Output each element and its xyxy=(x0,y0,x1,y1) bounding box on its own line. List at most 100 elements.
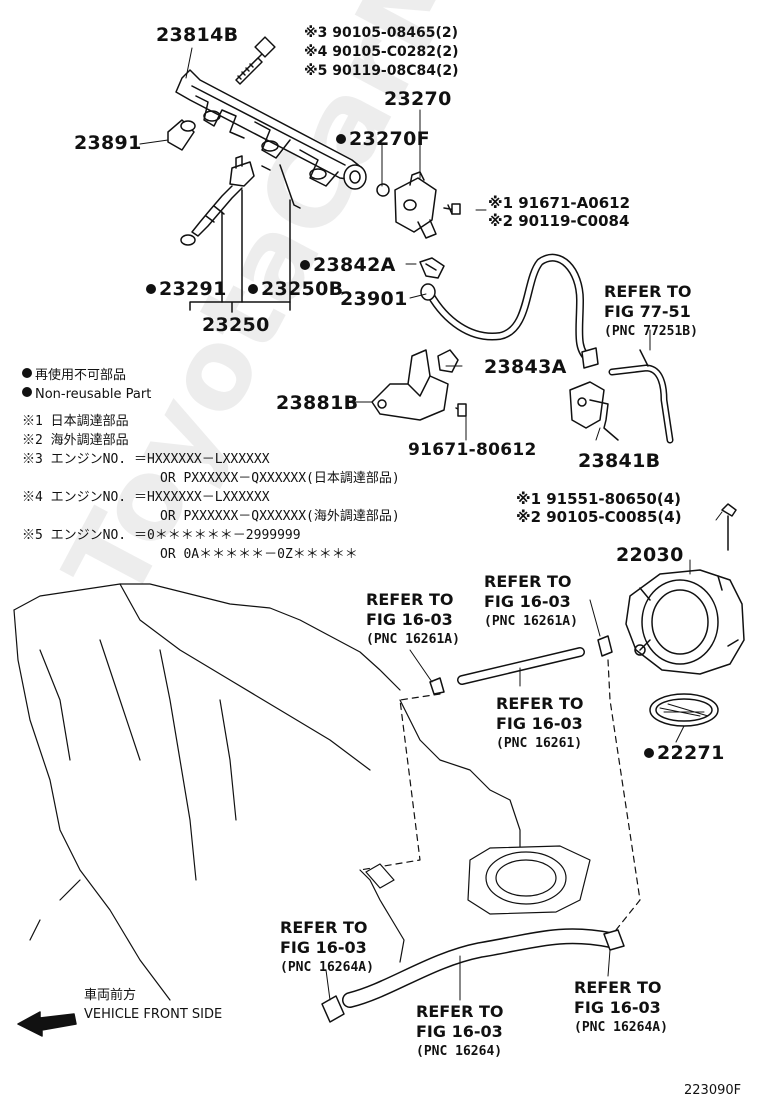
ref-pnc: (PNC 16261) xyxy=(496,736,583,751)
bolt-set-mid: ※1 91671-A0612 ※2 90119-C0084 xyxy=(488,194,630,230)
ref-pnc: (PNC 16264) xyxy=(416,1044,503,1059)
non-reusable-dot-icon xyxy=(300,260,310,270)
injector-bracket xyxy=(189,301,291,313)
bolt-set-mid-line: ※2 90119-C0084 xyxy=(488,212,630,230)
injector-leader-lines xyxy=(221,189,291,303)
ref-line: FIG 16-03 xyxy=(574,998,661,1017)
ref-pnc: (PNC 16261A) xyxy=(366,632,460,647)
note-line: ※2 海外調達部品 xyxy=(22,433,129,448)
ref-line: REFER TO xyxy=(484,572,572,591)
bolt-set-throttle-line: ※2 90105-C0085(4) xyxy=(516,508,682,526)
ref-line: FIG 16-03 xyxy=(484,592,571,611)
ref-line: REFER TO xyxy=(416,1002,504,1021)
front-direction-arrow-icon xyxy=(17,1011,77,1037)
figure-id: 223090F xyxy=(684,1083,742,1098)
ref-line: FIG 16-03 xyxy=(496,714,583,733)
ref-fig-16-03-16261A-left: REFER TO FIG 16-03 (PNC 16261A) xyxy=(366,590,460,650)
ref-line: REFER TO xyxy=(604,282,692,301)
bolt-set-throttle-line: ※1 91551-80650(4) xyxy=(516,490,681,508)
non-reusable-dot-icon xyxy=(336,134,346,144)
label-22030: 22030 xyxy=(616,544,684,566)
hose-bracket xyxy=(371,349,467,421)
bolt-set-top-line: ※3 90105-08465(2) xyxy=(304,25,458,41)
ref-pnc: (PNC 77251B) xyxy=(604,324,698,339)
pipe-bolt xyxy=(235,36,276,85)
injector-spacer xyxy=(167,119,196,151)
bolt-set-top-line: ※4 90105-C0282(2) xyxy=(304,44,459,60)
legend-non-reusable-jp: 再使用不可部品 xyxy=(22,366,151,385)
ref-line: REFER TO xyxy=(496,694,584,713)
ref-line: REFER TO xyxy=(366,590,454,609)
label-23843A: 23843A xyxy=(484,356,567,378)
ref-pnc: (PNC 16264A) xyxy=(574,1020,668,1035)
label-23291-text: 23291 xyxy=(159,278,227,300)
non-reusable-dot-icon xyxy=(22,387,32,397)
legend-en-text: Non-reusable Part xyxy=(35,387,152,402)
label-23901: 23901 xyxy=(340,288,408,310)
bolt-set-top-line: ※5 90119-08C84(2) xyxy=(304,63,459,79)
label-23842A-text: 23842A xyxy=(313,254,396,276)
note-line: ※1 日本調達部品 xyxy=(22,414,129,429)
ref-line: REFER TO xyxy=(280,918,368,937)
line-clamp xyxy=(569,381,619,441)
throttle-gasket xyxy=(649,693,719,727)
hose-clip xyxy=(419,257,445,279)
legend-non-reusable-en: Non-reusable Part xyxy=(22,385,151,404)
label-23291: 23291 xyxy=(146,280,227,299)
vehicle-front-jp: 車両前方 xyxy=(84,988,137,1003)
ref-line: FIG 16-03 xyxy=(280,938,367,957)
ref-fig-16-03-16264: REFER TO FIG 16-03 (PNC 16264) xyxy=(416,1002,504,1062)
non-reusable-dot-icon xyxy=(146,284,156,294)
ref-fig-16-03-16264A-left: REFER TO FIG 16-03 (PNC 16264A) xyxy=(280,918,374,978)
ref-fig-16-03-16264A-right: REFER TO FIG 16-03 (PNC 16264A) xyxy=(574,978,668,1038)
non-reusable-dot-icon xyxy=(248,284,258,294)
vehicle-front-note: 車両前方 VEHICLE FRONT SIDE xyxy=(84,986,222,1024)
throttle-body xyxy=(625,503,745,675)
ref-line: REFER TO xyxy=(574,978,662,997)
note-line: OR PXXXXXX－QXXXXXX(日本調達部品) xyxy=(160,471,400,486)
label-23250B-text: 23250B xyxy=(261,278,344,300)
ref-line: FIG 77-51 xyxy=(604,302,691,321)
label-23841B: 23841B xyxy=(578,450,661,472)
ref-fig-16-03-16261A-upper: REFER TO FIG 16-03 (PNC 16261A) xyxy=(484,572,578,632)
legend-jp-text: 再使用不可部品 xyxy=(35,368,127,383)
legend: 再使用不可部品 Non-reusable Part xyxy=(22,366,151,404)
label-91671-80612: 91671-80612 xyxy=(408,440,537,460)
fuel-line-77-51 xyxy=(608,349,674,444)
note-line: OR PXXXXXX－QXXXXXX(海外調達部品) xyxy=(160,509,400,524)
note-line: OR 0A＊＊＊＊＊－0Z＊＊＊＊＊ xyxy=(160,547,358,562)
label-22271-text: 22271 xyxy=(657,742,725,764)
label-23891: 23891 xyxy=(74,132,142,154)
label-22271: 22271 xyxy=(644,744,725,763)
ref-pnc: (PNC 16261A) xyxy=(484,614,578,629)
fuel-hose xyxy=(420,253,599,369)
label-23814B: 23814B xyxy=(156,24,239,46)
label-23270F: 23270F xyxy=(336,130,430,149)
engine-outline xyxy=(13,583,591,1001)
label-23250B: 23250B xyxy=(248,280,343,299)
fuel-pressure-sensor xyxy=(279,164,461,239)
label-23881B: 23881B xyxy=(276,392,359,414)
note-line: ※5 エンジンNO. ＝0＊＊＊＊＊＊－2999999 xyxy=(22,528,301,543)
ref-fig-16-03-16261: REFER TO FIG 16-03 (PNC 16261) xyxy=(496,694,584,754)
engine-notes: ※1 日本調達部品 ※2 海外調達部品 ※3 エンジンNO. ＝HXXXXXX－… xyxy=(22,412,400,564)
coolant-hose-16264 xyxy=(321,928,625,1023)
label-23270F-text: 23270F xyxy=(349,128,430,150)
coolant-hose-16261 xyxy=(429,635,613,695)
label-23250: 23250 xyxy=(202,314,270,336)
fuel-delivery-pipe xyxy=(175,69,367,190)
bolt-set-mid-line: ※1 91671-A0612 xyxy=(488,194,631,212)
bolt-set-throttle: ※1 91551-80650(4) ※2 90105-C0085(4) xyxy=(516,490,682,526)
label-23842A: 23842A xyxy=(300,256,396,275)
ref-fig-77-51: REFER TO FIG 77-51 (PNC 77251B) xyxy=(604,282,698,342)
vehicle-front-en: VEHICLE FRONT SIDE xyxy=(84,1007,223,1022)
bolt-set-top: ※3 90105-08465(2) ※4 90105-C0282(2) ※5 9… xyxy=(304,24,459,81)
fuel-injector xyxy=(180,155,271,246)
ref-line: FIG 16-03 xyxy=(416,1022,503,1041)
ref-line: FIG 16-03 xyxy=(366,610,453,629)
label-23270: 23270 xyxy=(384,88,452,110)
routing-dashes xyxy=(359,659,641,931)
leader-lines xyxy=(139,47,723,1001)
ref-pnc: (PNC 16264A) xyxy=(280,960,374,975)
